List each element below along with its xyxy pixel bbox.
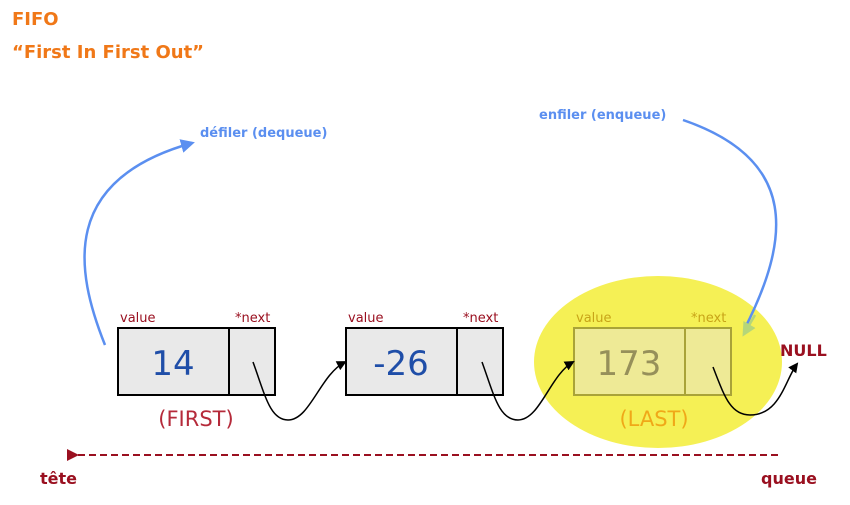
- node-first-value-label: value: [120, 311, 156, 326]
- dequeue-arrow: [83, 139, 195, 346]
- node-first-tag: (FIRST): [158, 407, 233, 431]
- link-arrow-3-to-null: [712, 362, 799, 416]
- node-first: value *next 14 (FIRST): [117, 311, 276, 431]
- node-middle: value *next -26: [345, 311, 504, 396]
- node-middle-value: -26: [373, 344, 429, 384]
- node-middle-next-cell: [456, 327, 504, 396]
- link-arrow-2-to-3: [481, 361, 575, 421]
- node-first-next-cell: [228, 327, 276, 396]
- node-first-value-cell: [117, 327, 230, 396]
- title-subtitle: “First In First Out”: [12, 42, 204, 63]
- head-label: tête: [40, 469, 77, 488]
- node-last-next-label: *next: [691, 311, 726, 326]
- node-last-value-label: value: [576, 311, 612, 326]
- enqueue-arrow-tip: [742, 314, 757, 337]
- node-last-next-cell: [684, 327, 732, 396]
- tail-label: queue: [761, 469, 817, 488]
- node-middle-value-label: value: [348, 311, 384, 326]
- title-fifo: FIFO: [12, 9, 59, 30]
- node-first-value: 14: [151, 344, 194, 384]
- enqueue-label: enfiler (enqueue): [539, 108, 666, 123]
- node-last-value: 173: [597, 344, 662, 384]
- dequeue-label: défiler (dequeue): [200, 126, 327, 141]
- node-last: value *next 173 (LAST): [573, 311, 732, 431]
- link-arrow-1-to-2: [252, 361, 347, 421]
- node-first-next-label: *next: [235, 311, 270, 326]
- enqueue-arrow: [682, 118, 778, 331]
- node-middle-next-label: *next: [463, 311, 498, 326]
- node-last-tag: (LAST): [619, 407, 688, 431]
- null-label: NULL: [780, 341, 827, 360]
